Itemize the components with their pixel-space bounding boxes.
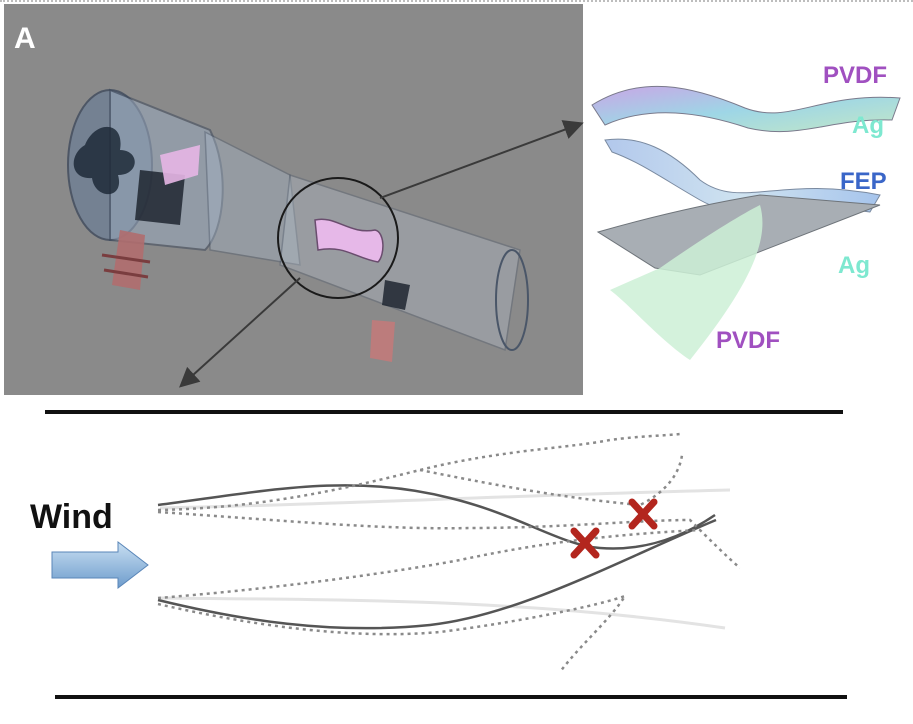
fep-film <box>604 138 881 214</box>
lower-film-solid <box>157 518 717 630</box>
contact-marker-x <box>570 527 600 559</box>
layer-label-ag-top: Ag <box>852 112 884 139</box>
upper-film-solid <box>157 484 716 550</box>
panel-letter: A <box>14 22 36 55</box>
harvester-device <box>67 88 529 362</box>
lower-film-dotted-1 <box>157 593 628 673</box>
right-electrode <box>370 320 395 362</box>
layer-label-ag-bottom: Ag <box>838 252 870 279</box>
upper-film-dotted-1 <box>157 432 681 512</box>
bottom-pvdf-film <box>610 205 763 360</box>
right-tube-body <box>279 174 521 352</box>
internal-film <box>314 218 384 263</box>
wind-arrow-icon <box>51 540 149 590</box>
left-clamp-block <box>135 170 185 225</box>
zoom-arrow-down <box>179 277 301 388</box>
contact-marker-x <box>628 498 658 530</box>
lower-film-dotted-2 <box>157 528 701 600</box>
right-clamp-block <box>382 280 410 310</box>
layer-label-fep: FEP <box>840 168 887 195</box>
top-dotted-border <box>0 0 913 4</box>
top-pvdf-ag-film <box>591 85 901 133</box>
left-electrode-lines <box>101 253 151 279</box>
exploded-layer-view <box>591 85 901 360</box>
right-tube-end <box>495 249 529 351</box>
upper-film-dotted-2 <box>157 510 741 569</box>
wind-label: Wind <box>30 498 113 536</box>
left-film-piece <box>160 145 200 185</box>
upper-film-dotted-3 <box>419 454 684 507</box>
faint-ref-line-bottom <box>159 596 726 630</box>
layer-label-pvdf-top: PVDF <box>823 62 888 89</box>
propeller-icon <box>73 126 135 195</box>
zoom-circle <box>277 177 399 299</box>
zoom-arrow-right <box>379 120 584 199</box>
cone-section <box>204 130 301 266</box>
layer-label-pvdf-bottom: PVDF <box>716 327 781 354</box>
